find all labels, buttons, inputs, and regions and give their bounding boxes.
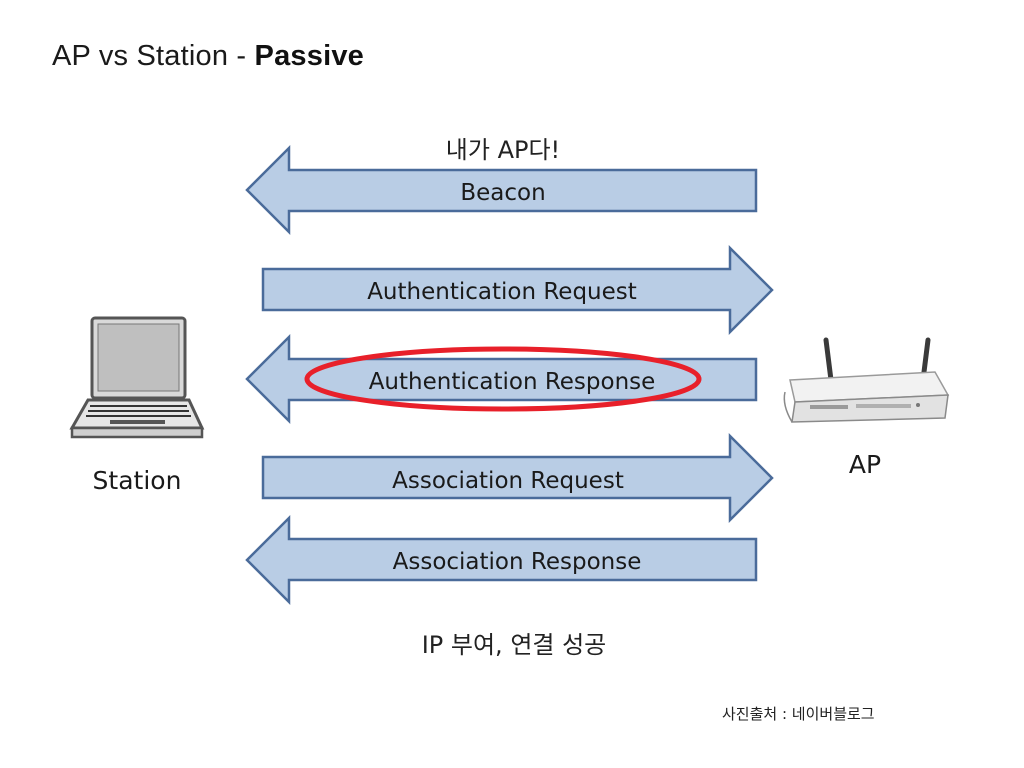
station-label: Station [93, 466, 182, 495]
message-label-assoc-response: Association Response [393, 549, 642, 575]
message-arrow-2: Authentication Response [245, 333, 758, 425]
bottom-caption: IP 부여, 연결 성공 [422, 631, 607, 659]
arrow-shape-assoc-request [261, 432, 774, 524]
title-prefix: AP vs Station - [52, 40, 255, 72]
title-emphasis: Passive [254, 40, 364, 72]
message-label-beacon: Beacon [460, 180, 545, 206]
arrow-shape-auth-request [261, 244, 774, 336]
message-arrow-4: Association Response [245, 514, 758, 606]
message-arrow-0: Beacon [245, 144, 758, 236]
arrow-shape-assoc-response [245, 514, 758, 606]
router-icon [783, 337, 950, 423]
page-title: AP vs Station - Passive [52, 40, 364, 73]
arrow-shape-beacon [245, 144, 758, 236]
message-arrow-3: Association Request [261, 432, 774, 524]
laptop-icon [69, 316, 205, 439]
message-arrow-1: Authentication Request [261, 244, 774, 336]
message-label-auth-request: Authentication Request [367, 279, 637, 305]
message-label-auth-response: Authentication Response [369, 369, 656, 395]
highlight-ellipse [304, 346, 702, 412]
top-caption: 내가 AP다! [446, 136, 560, 164]
message-label-assoc-request: Association Request [392, 468, 624, 494]
ap-label: AP [849, 450, 881, 479]
image-credit: 사진출처 : 네이버블로그 [722, 705, 875, 723]
